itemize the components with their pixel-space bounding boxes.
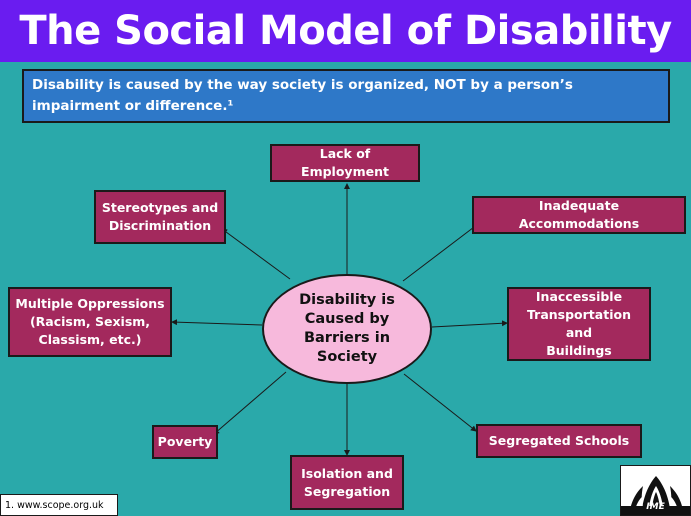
definition-box: Disability is caused by the way society … (22, 69, 670, 123)
ime-logo: IME (620, 465, 691, 516)
barrier-inadequate-accommodations: Inadequate Accommodations (472, 196, 686, 234)
barrier-inaccessible-transportation: Inaccessible Transportation and Building… (507, 287, 651, 361)
barrier-isolation-segregation: Isolation and Segregation (290, 455, 404, 510)
lotus-icon (621, 476, 690, 515)
barrier-poverty: Poverty (152, 425, 218, 459)
center-ellipse: Disability is Caused by Barriers in Soci… (262, 274, 432, 384)
arrow-to-multiple-oppressions (171, 319, 263, 326)
title-bar: The Social Model of Disability (0, 0, 691, 62)
barrier-multiple-oppressions: Multiple Oppressions (Racism, Sexism, Cl… (8, 287, 172, 357)
arrow-to-segregated-schools (403, 373, 477, 432)
page-title: The Social Model of Disability (19, 8, 672, 54)
logo-text: IME (646, 502, 665, 512)
arrow-to-poverty (213, 371, 287, 435)
arrow-to-inaccessible-transportation (431, 320, 508, 328)
arrow-to-stereotypes (221, 228, 291, 280)
arrow-to-inadequate-accommodations (402, 220, 483, 282)
footnote: 1. www.scope.org.uk (0, 494, 118, 516)
barrier-lack-of-employment: Lack of Employment (270, 144, 420, 182)
barrier-segregated-schools: Segregated Schools (476, 424, 642, 458)
barrier-stereotypes: Stereotypes and Discrimination (94, 190, 226, 244)
